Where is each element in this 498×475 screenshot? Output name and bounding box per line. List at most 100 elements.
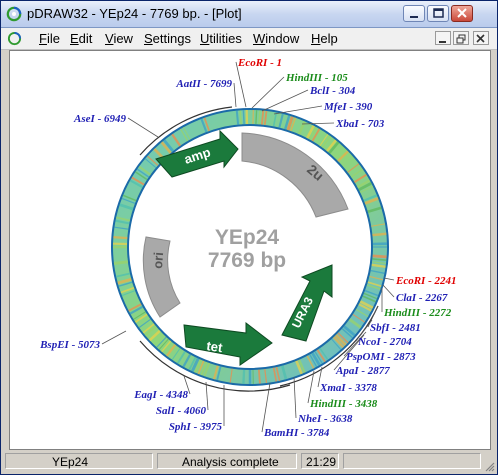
composition-stripe [134,171,148,181]
site-label-ecori-1[interactable]: EcoRI - 1 [237,57,282,69]
title-bar[interactable]: pDRAW32 - YEp24 - 7769 bp. - [Plot] [1,1,497,28]
plasmid-map-canvas[interactable]: amp 2u ori tet URA3 YEp24 7769 bp EcoRI … [9,50,491,450]
composition-stripe [264,369,268,384]
plasmid-name: YEp24 [215,226,280,249]
site-label-sbfi-2481[interactable]: SbfI - 2481 [370,322,421,334]
status-bar: YEp24 Analysis complete 21:29 [1,450,497,474]
site-label-nhei-3638[interactable]: NheI - 3638 [297,413,353,425]
site-label-bspei-5073[interactable]: BspEI - 5073 [39,339,100,351]
composition-stripe [179,128,189,142]
composition-stripe [163,139,175,152]
feature-amp-arrow[interactable] [155,129,239,178]
feature-tet-arrow[interactable] [183,321,273,366]
composition-stripe [278,113,284,128]
composition-stripe [366,284,381,291]
menu-edit[interactable]: Edit [70,31,93,46]
site-label-hindiii-3438[interactable]: HindIII - 3438 [309,398,378,410]
site-label-asei-6949[interactable]: AseI - 6949 [73,113,126,125]
composition-stripe [212,365,219,380]
close-button[interactable] [451,5,473,22]
minimize-icon [439,41,446,43]
composition-stripe [203,362,211,377]
document-icon[interactable] [7,31,22,46]
composition-stripe [235,110,240,125]
composition-stripe [260,110,265,125]
site-label-hindiii-2272[interactable]: HindIII - 2272 [383,307,452,319]
site-label-ecori-2241[interactable]: EcoRI - 2241 [395,275,457,287]
site-label-mfei-390[interactable]: MfeI - 390 [323,101,373,113]
composition-stripe [161,340,172,353]
child-close-button[interactable] [473,31,489,45]
composition-stripe [306,125,315,139]
site-leader-line [183,375,191,395]
composition-stripe [156,336,167,348]
composition-stripe [297,120,306,135]
composition-stripe [182,127,191,140]
menu-file[interactable]: File [39,31,60,46]
feature-2u-arc[interactable] [241,132,349,218]
composition-stripe [200,118,208,133]
site-leader-line [205,381,209,411]
composition-stripe [371,263,386,268]
site-label-apai-2877[interactable]: ApaI - 2877 [335,365,390,377]
feature-ura3-arrow[interactable] [281,264,333,342]
site-leader-line [317,366,323,388]
composition-stripe [122,194,137,202]
site-label-xmai-3378[interactable]: XmaI - 3378 [319,382,377,394]
site-label-bcli-304[interactable]: BclI - 304 [309,85,356,97]
child-minimize-button[interactable] [435,31,451,45]
composition-stripe [272,367,278,382]
composition-stripe [319,134,329,147]
child-restore-button[interactable] [453,31,469,45]
site-leader-line [301,122,335,125]
composition-stripe [188,356,197,371]
composition-stripe [280,365,288,380]
menu-window[interactable]: Window [253,31,300,46]
composition-stripe [229,368,233,383]
site-leader-line [235,61,247,108]
feature-label-tet: tet [206,338,224,355]
composition-stripe [194,359,203,374]
minimize-button[interactable] [403,5,425,22]
site-label-xbai-703[interactable]: XbaI - 703 [335,118,385,130]
site-leader-line [101,330,127,345]
composition-stripe [284,115,291,130]
menu-help[interactable]: Help [311,31,338,46]
site-leader-line [382,284,395,298]
site-label-aatii-7699[interactable]: AatII - 7699 [175,78,232,90]
composition-stripe [138,165,152,176]
orf-arc [139,340,291,392]
composition-stripe [129,179,144,189]
composition-stripe [115,219,130,225]
site-label-pspomi-2873[interactable]: PspOMI - 2873 [346,351,416,363]
composition-stripe [119,203,134,211]
resize-grip-icon[interactable] [483,460,495,472]
site-label-eagi-4348[interactable]: EagI - 4348 [133,389,188,401]
feature-ori-arc[interactable] [142,236,181,318]
maximize-icon [433,8,444,18]
composition-stripe [263,110,268,126]
composition-stripe [131,176,145,186]
maximize-button[interactable] [427,5,449,22]
site-leader-line [261,382,271,433]
site-label-bamhi-3784[interactable]: BamHI - 3784 [263,427,330,439]
site-label-ncoi-2704[interactable]: NcoI - 2704 [357,336,412,348]
site-label-sali-4060[interactable]: SalI - 4060 [156,405,207,417]
composition-stripe [306,355,315,369]
site-label-clai-2267[interactable]: ClaI - 2267 [396,292,448,304]
composition-stripe [311,352,321,366]
site-label-hindiii-105[interactable]: HindIII - 105 [285,72,348,84]
composition-stripe [160,141,172,154]
composition-stripe [337,150,349,162]
menu-settings[interactable]: Settings [144,31,191,46]
feature-label-ori: ori [150,252,166,270]
composition-stripe [369,275,384,281]
menu-utilities[interactable]: Utilities [200,31,242,46]
composition-stripe [328,141,340,154]
composition-stripe [136,168,150,178]
composition-stripe [343,325,356,337]
composition-stripe [364,289,379,297]
menu-view[interactable]: View [105,31,133,46]
site-label-sphi-3975[interactable]: SphI - 3975 [169,421,223,433]
